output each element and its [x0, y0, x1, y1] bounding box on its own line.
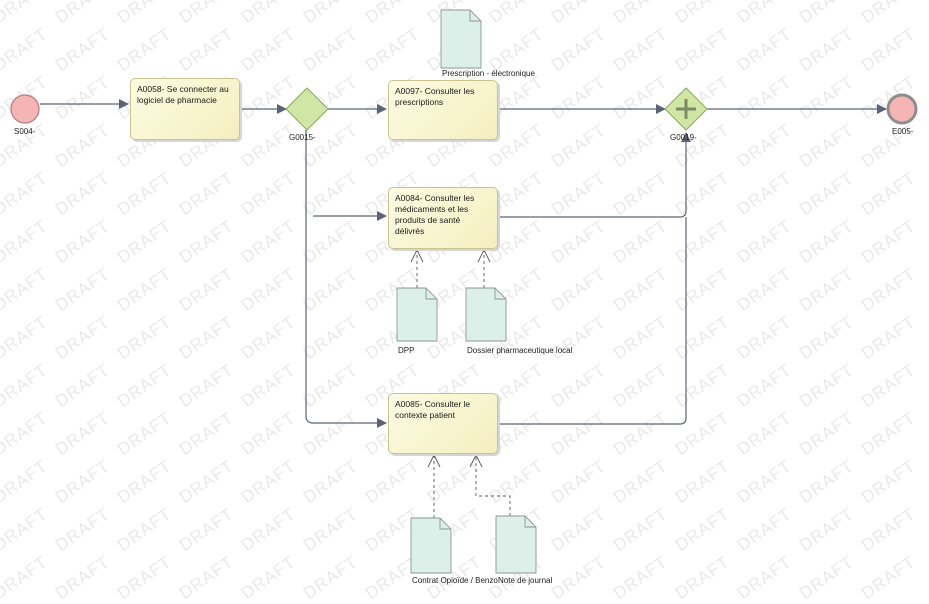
exclusive-gateway[interactable] — [285, 87, 329, 131]
task-label: prescriptions — [395, 97, 444, 107]
document-label-note: Note de journal — [498, 576, 553, 585]
document-icon[interactable] — [410, 517, 452, 574]
task-label: produits de santé délivrés — [395, 215, 461, 236]
assoc-arrowhead — [477, 248, 491, 263]
task-a0084[interactable]: A0084- Consulter les médicaments et les … — [388, 187, 498, 249]
task-label: A0058- Se connecter au — [137, 84, 229, 94]
document-icon[interactable] — [396, 287, 438, 342]
assoc-arrowhead — [469, 453, 483, 468]
end-event[interactable] — [886, 93, 918, 125]
document-icon[interactable] — [465, 287, 507, 342]
task-a0058[interactable]: A0058- Se connecter au logiciel de pharm… — [130, 78, 240, 140]
assoc-arrowhead — [427, 453, 441, 468]
document-icon[interactable] — [440, 9, 482, 69]
start-event[interactable] — [10, 94, 40, 124]
task-a0085[interactable]: A0085- Consulter le contexte patient — [388, 393, 498, 454]
flow-a0085-to-join[interactable] — [498, 217, 687, 425]
assoc-note — [475, 455, 511, 516]
data-objects — [396, 9, 537, 574]
start-event-label: S004- — [14, 127, 36, 136]
join-gateway-label: G0019- — [670, 133, 697, 142]
flow-gateway-to-a0085[interactable] — [305, 130, 387, 428]
task-label: A0084- Consulter les — [395, 193, 475, 203]
document-icon[interactable] — [495, 515, 537, 574]
task-label: A0085- Consulter le — [395, 399, 471, 409]
document-label-prescription: Prescription - électronique — [442, 69, 535, 78]
flow-a0084-to-join[interactable] — [498, 132, 691, 218]
end-event-label: E005- — [892, 127, 914, 136]
plus-icon — [676, 99, 696, 119]
task-label: médicaments et les — [395, 204, 469, 214]
document-label-dpp: DPP — [398, 346, 415, 355]
task-label: logiciel de pharmacie — [137, 95, 217, 105]
task-label: A0097- Consulter les — [395, 86, 475, 96]
document-label-contrat: Contrat Opioïde / Benzo — [412, 576, 498, 585]
sequence-flows — [40, 99, 887, 428]
assoc-arrowhead — [410, 248, 424, 263]
data-associations — [416, 250, 511, 518]
document-label-dossier: Dossier pharmaceutique local — [467, 346, 573, 355]
task-label: contexte patient — [395, 410, 456, 420]
split-gateway-label: G0015- — [289, 133, 316, 142]
task-a0097[interactable]: A0097- Consulter les prescriptions — [388, 80, 498, 140]
